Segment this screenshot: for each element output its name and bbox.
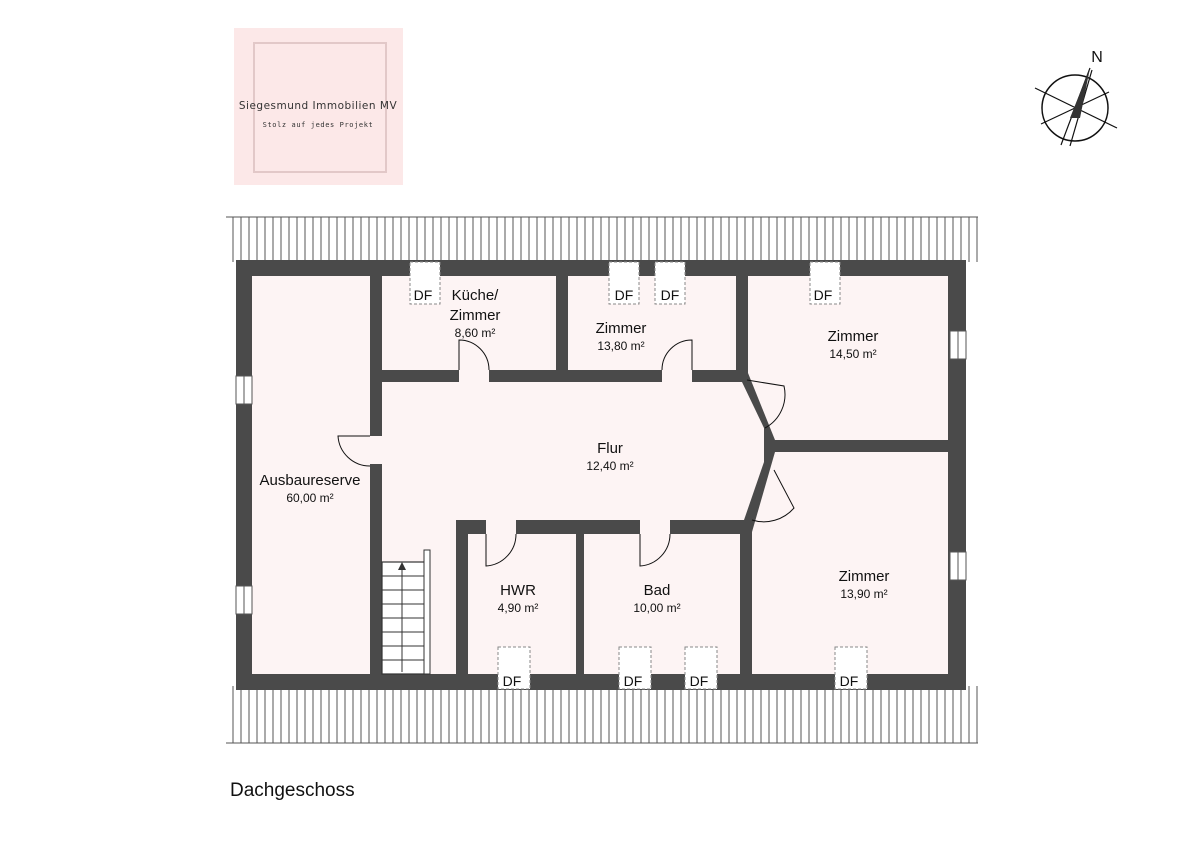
logo-tagline: Stolz auf jedes Projekt	[263, 121, 374, 129]
logo-frame	[253, 42, 387, 173]
room-area-zimmer3: 13,90 m²	[840, 587, 887, 601]
north-label: N	[1091, 49, 1103, 66]
room-area-kueche: 8,60 m²	[455, 326, 496, 340]
room-area-flur: 12,40 m²	[586, 459, 633, 473]
room-area-bad: 10,00 m²	[633, 601, 680, 615]
door-hwr	[485, 533, 517, 567]
skylight-label: DF	[690, 673, 709, 689]
company-logo: Siegesmund Immobilien MV Stolz auf jedes…	[234, 28, 403, 185]
room-labels: Ausbaureserve 60,00 m² Küche/ Zimmer 8,6…	[260, 287, 890, 615]
door-zimmer2	[746, 379, 786, 429]
stair-arrow-icon	[398, 562, 406, 570]
skylights: DF DF DF DF DF DF DF DF	[409, 261, 868, 690]
floor-label: Dachgeschoss	[230, 780, 355, 801]
room-area-zimmer2: 14,50 m²	[829, 347, 876, 361]
room-name-kueche-line1: Küche/	[452, 287, 500, 304]
door-zimmer1	[661, 339, 693, 371]
door-zimmer3	[751, 469, 795, 523]
door-bad	[639, 533, 671, 567]
skylight-label: DF	[840, 673, 859, 689]
floor-ausbaureserve	[252, 276, 370, 674]
roof-top	[226, 217, 978, 262]
staircase	[381, 549, 431, 675]
skylight-label: DF	[615, 287, 634, 303]
roof-bottom	[226, 686, 978, 743]
room-area-hwr: 4,90 m²	[498, 601, 539, 615]
door-ausbaureserve	[337, 435, 371, 467]
room-area-ausbaureserve: 60,00 m²	[286, 491, 333, 505]
skylight-label: DF	[661, 287, 680, 303]
room-floors	[252, 276, 948, 674]
windows	[235, 330, 967, 615]
skylight-label: DF	[814, 287, 833, 303]
room-name-zimmer3: Zimmer	[839, 568, 890, 585]
door-kueche	[458, 339, 490, 371]
logo-title: Siegesmund Immobilien MV	[239, 100, 398, 112]
compass-rose-icon: N	[1034, 49, 1118, 147]
room-area-zimmer1: 13,80 m²	[597, 339, 644, 353]
logo-background	[234, 28, 403, 185]
skylight-label: DF	[624, 673, 643, 689]
room-name-kueche-line2: Zimmer	[450, 307, 501, 324]
room-name-zimmer1: Zimmer	[596, 320, 647, 337]
doors	[337, 339, 795, 567]
floor-flur	[382, 382, 764, 520]
room-name-flur: Flur	[597, 440, 623, 457]
room-name-bad: Bad	[644, 582, 671, 599]
floor-zimmer3	[752, 452, 948, 674]
room-name-hwr: HWR	[500, 582, 536, 599]
room-name-ausbaureserve: Ausbaureserve	[260, 472, 361, 489]
skylight-label: DF	[414, 287, 433, 303]
floor-zimmer1	[568, 276, 736, 370]
floor-zimmer2	[748, 276, 948, 440]
skylight-label: DF	[503, 673, 522, 689]
room-name-zimmer2: Zimmer	[828, 328, 879, 345]
